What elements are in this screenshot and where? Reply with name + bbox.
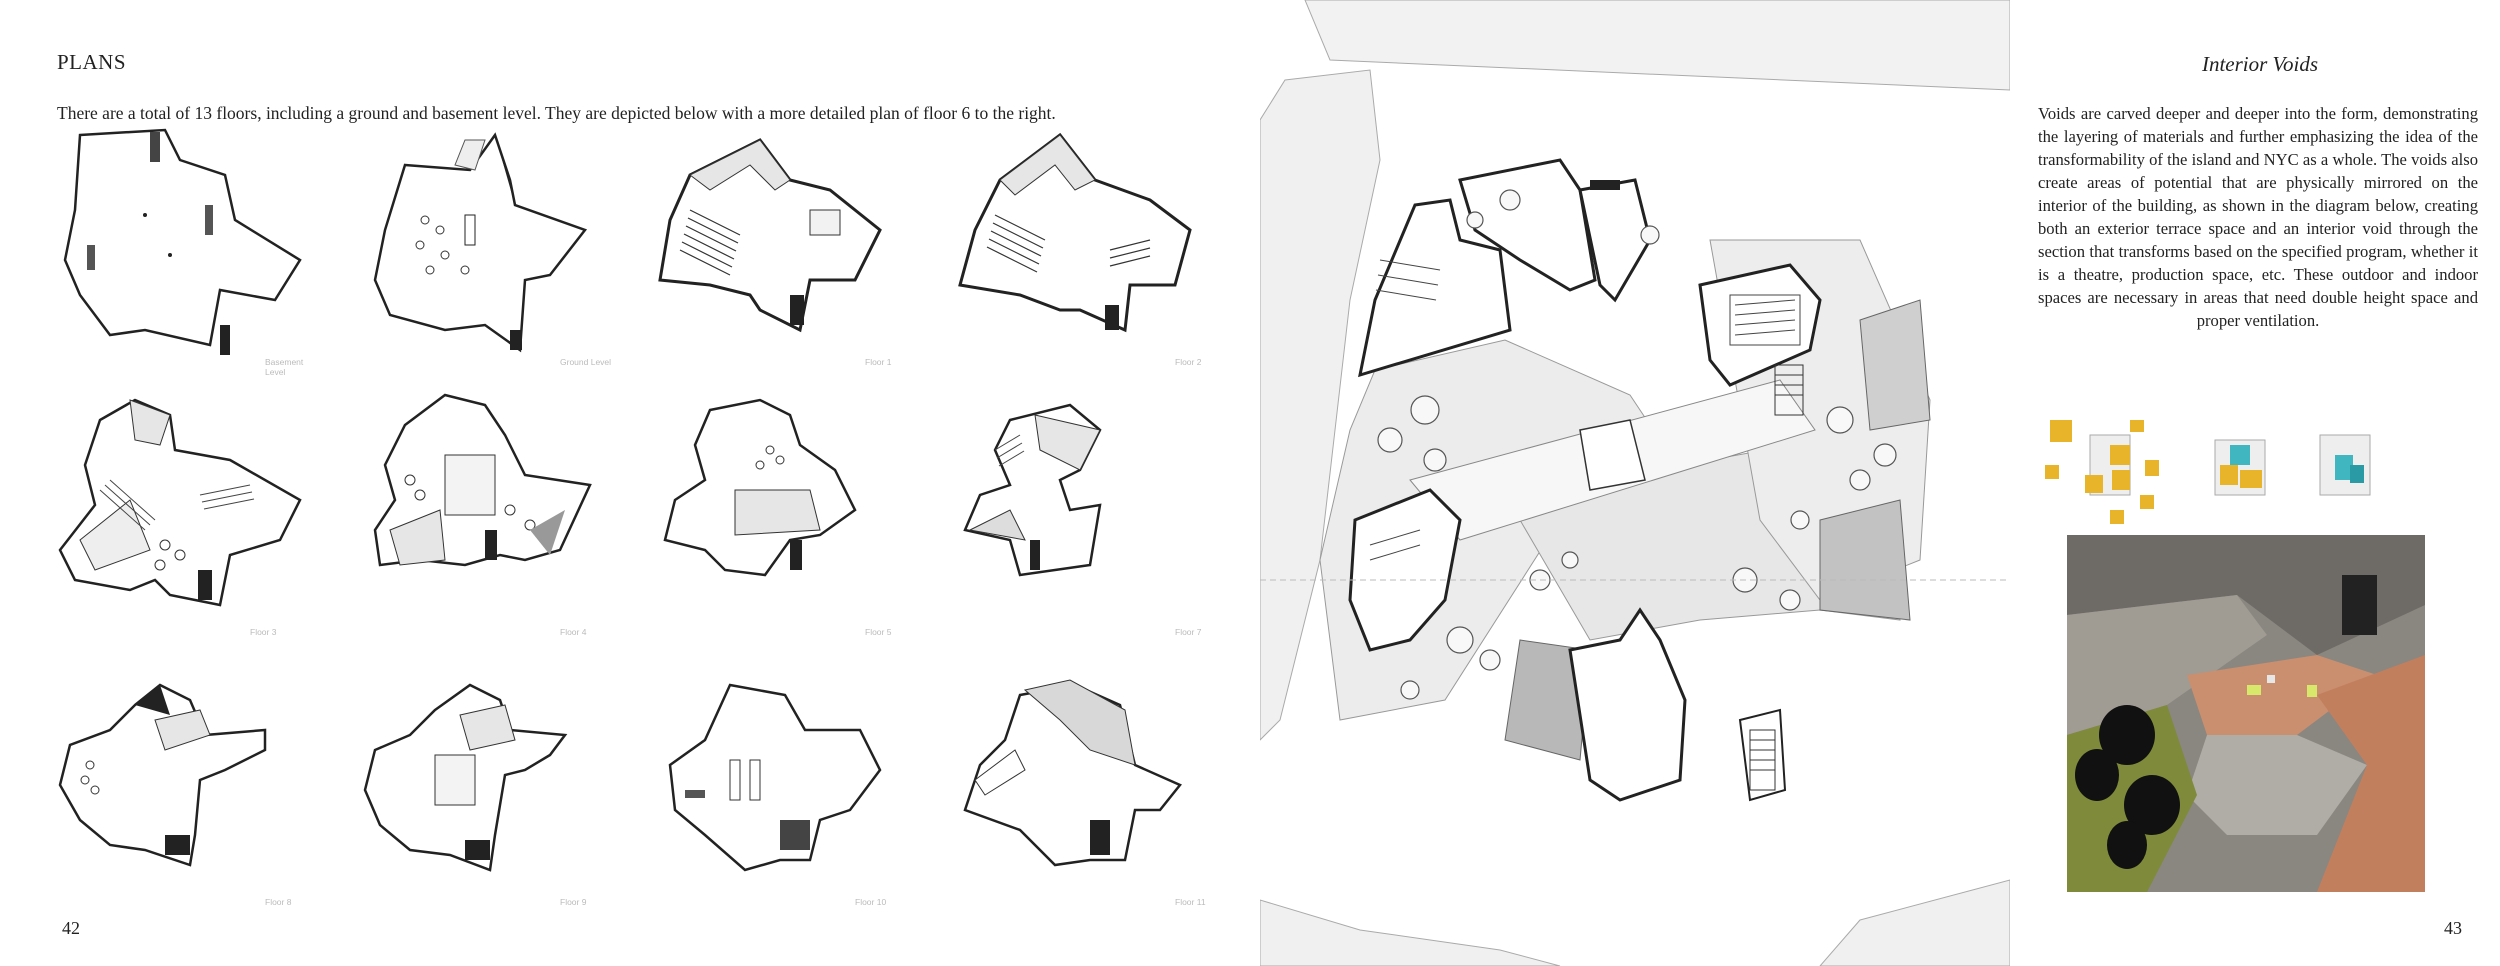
floor-label: Floor 11 xyxy=(1175,897,1206,907)
floor-plan-floor-2: Floor 2 xyxy=(950,120,1220,380)
floor-label: Floor 10 xyxy=(855,897,887,907)
page-number-right: 43 xyxy=(2444,918,2462,938)
floor-label: Floor 7 xyxy=(1175,627,1202,637)
floor-label: Floor 4 xyxy=(560,627,587,637)
floor-label: Ground Level xyxy=(560,357,612,367)
floor-plan-grid: Basement Level Ground Level xyxy=(50,120,1240,920)
floor-plan-floor-7: Floor 7 xyxy=(950,390,1220,650)
floor-plan-ground: Ground Level xyxy=(350,120,620,380)
floor-plan-floor-3: Floor 3 xyxy=(50,390,320,650)
floor-label: Floor 1 xyxy=(865,357,892,367)
floor-plan-floor-10: Floor 10 xyxy=(650,660,920,920)
exploded-cube-diagram xyxy=(2045,420,2159,524)
void-diagrams xyxy=(2045,420,2371,524)
floor-label: Floor 5 xyxy=(865,627,892,637)
teal-cube-diagram xyxy=(2319,434,2371,496)
right-page: Interior Voids Voids are carved deeper a… xyxy=(1260,0,2500,966)
left-page: PLANS There are a total of 13 floors, in… xyxy=(50,50,1240,938)
page-number-left: 42 xyxy=(62,918,80,938)
interior-void-render xyxy=(2067,535,2425,892)
floor-plan-floor-11: Floor 11 xyxy=(950,660,1220,920)
floor-plan-floor-9: Floor 9 xyxy=(350,660,620,920)
floor-label: Basement Level xyxy=(265,357,304,377)
floor-plan-basement: Basement Level xyxy=(50,120,320,380)
floor-plan-floor-1: Floor 1 xyxy=(650,120,920,380)
section-title: Interior Voids xyxy=(2201,52,2319,76)
floor-6-detailed-plan xyxy=(1260,0,2010,966)
teal-yellow-cube-diagram xyxy=(2214,439,2266,496)
floor-plan-floor-8: Floor 8 xyxy=(50,660,320,920)
page-heading: PLANS xyxy=(57,50,127,74)
intro-paragraph: There are a total of 13 floors, includin… xyxy=(57,103,1056,123)
floor-label: Floor 2 xyxy=(1175,357,1202,367)
voids-paragraph: Voids are carved deeper and deeper into … xyxy=(2038,104,2478,330)
floor-label: Floor 9 xyxy=(560,897,587,907)
floor-plan-floor-4: Floor 4 xyxy=(350,390,620,650)
floor-plan-floor-5: Floor 5 xyxy=(650,390,920,650)
floor-label: Floor 3 xyxy=(250,627,277,637)
floor-label: Floor 8 xyxy=(265,897,292,907)
